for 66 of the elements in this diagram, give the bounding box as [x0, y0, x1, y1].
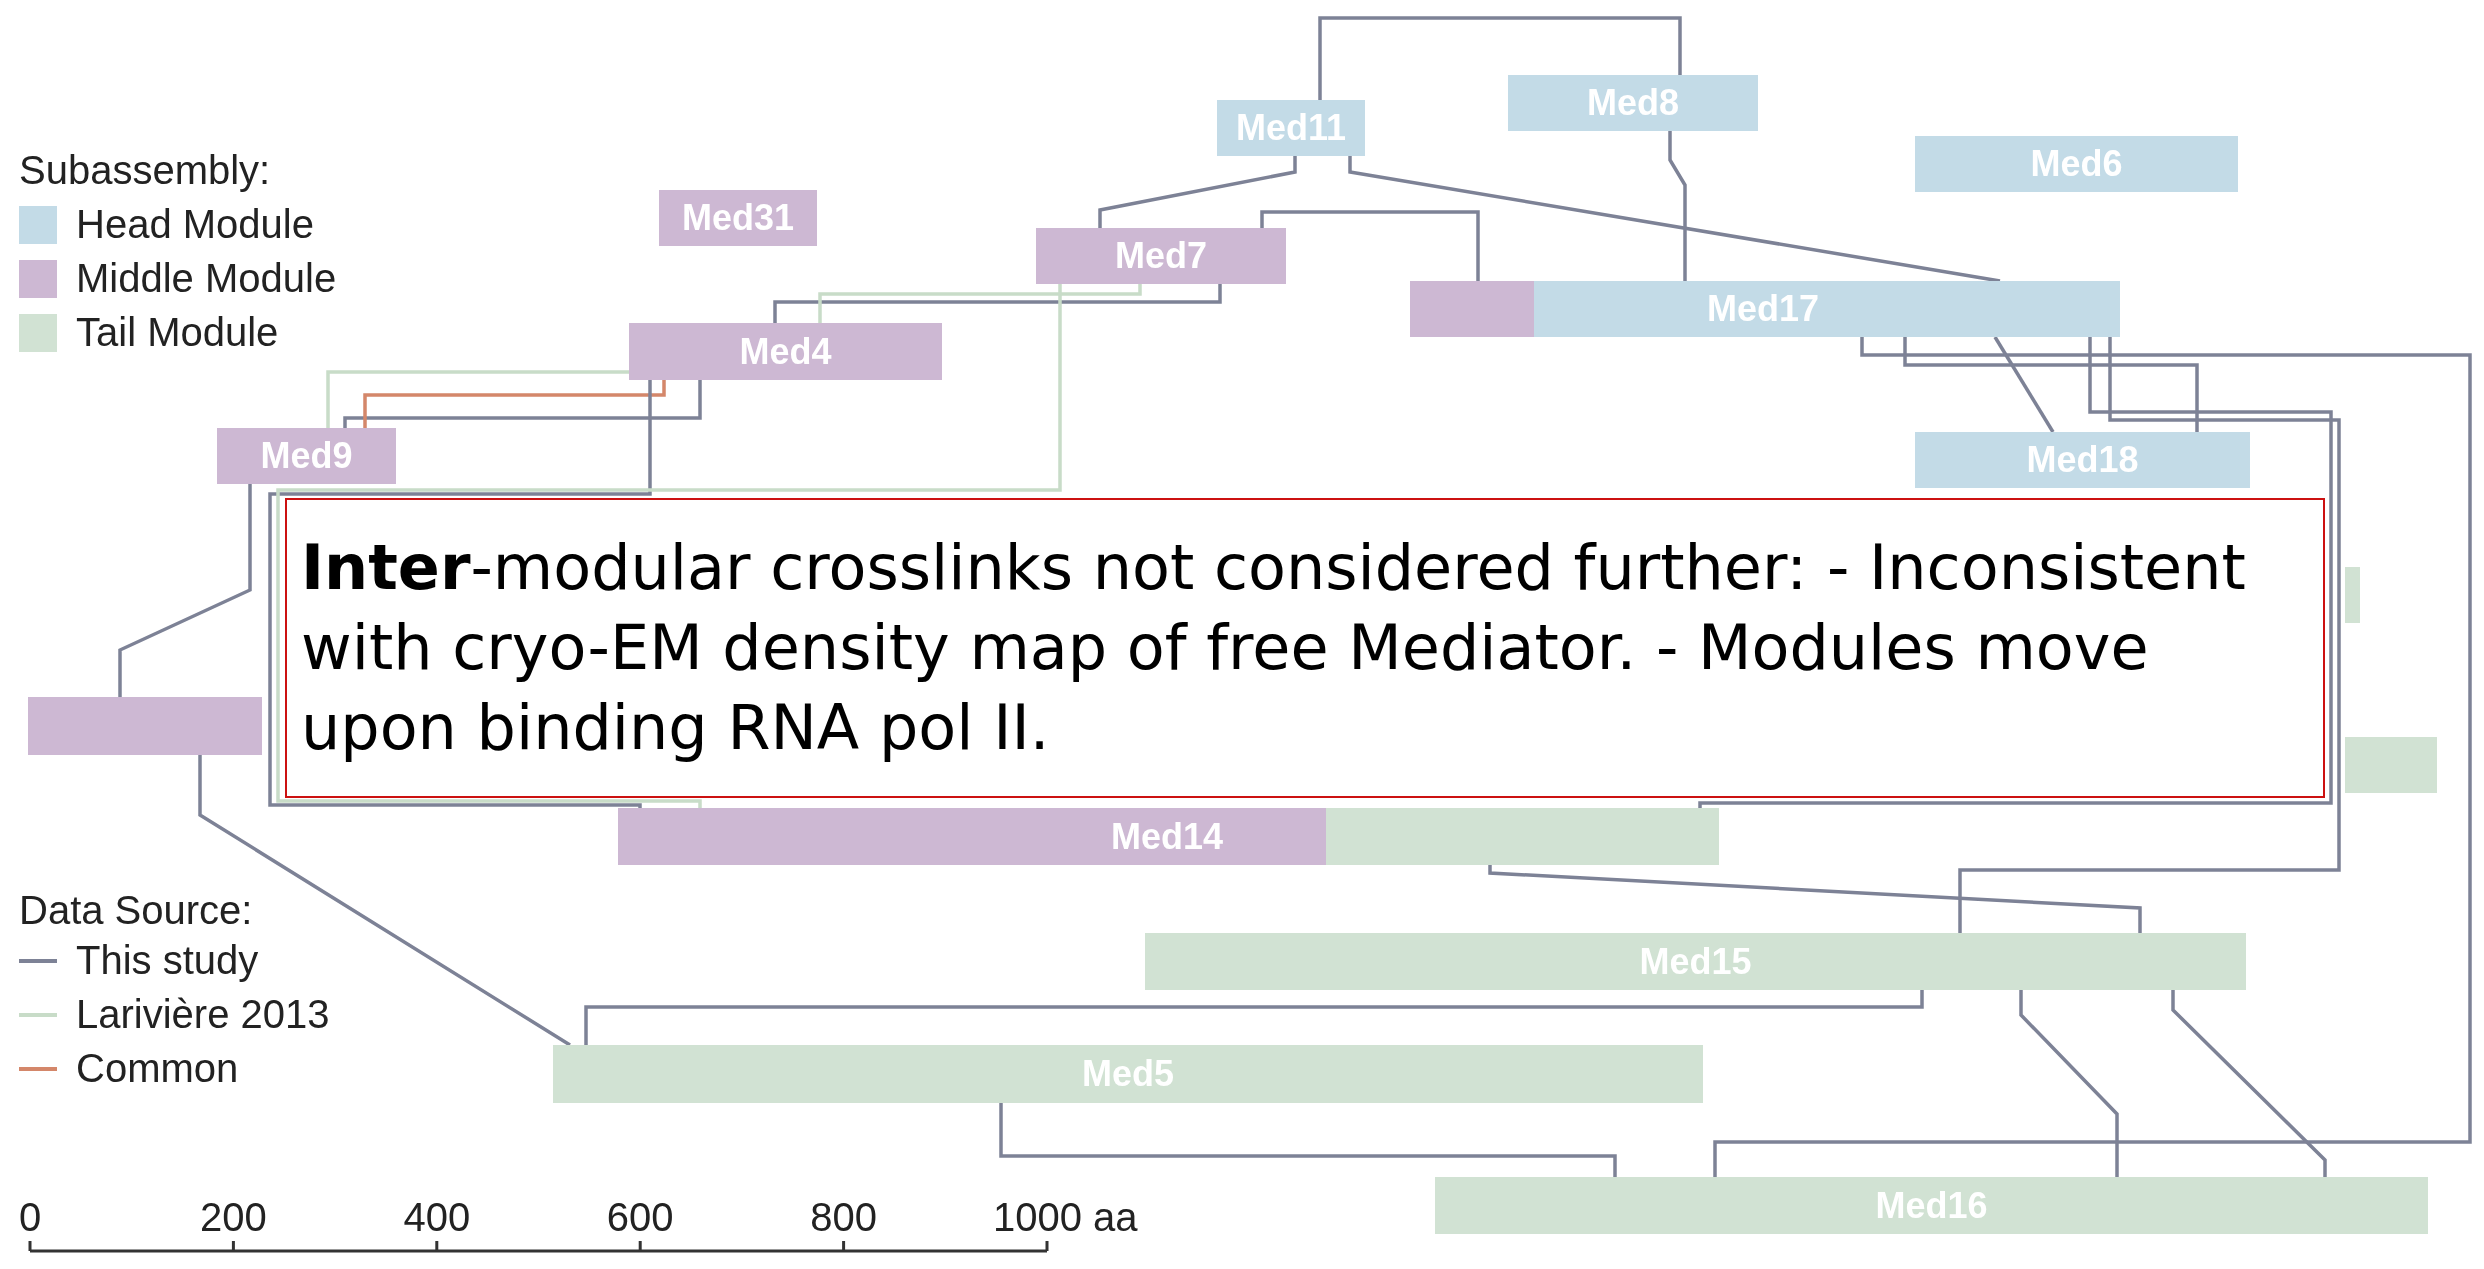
crosslink-line: [1348, 156, 2001, 283]
legend-label: Larivière 2013: [76, 992, 330, 1037]
protein-label: Med6: [2030, 143, 2123, 185]
crosslink-line: [584, 990, 1924, 1045]
legend-label: Middle Module: [76, 256, 337, 301]
crosslink-line: [343, 380, 702, 428]
protein-bar: [1410, 281, 2120, 337]
protein-bar: [1508, 75, 1758, 131]
protein-label: Med18: [2026, 439, 2139, 481]
protein-bar: [1036, 228, 1286, 284]
protein-label: Med17: [1707, 288, 1819, 330]
protein-bar: [618, 808, 1719, 865]
protein-bar: [1145, 933, 2246, 990]
protein-label: Med9: [260, 435, 353, 477]
note-box: [285, 498, 2325, 798]
protein-label: Med7: [1115, 235, 1207, 277]
protein-bar: [1915, 432, 2250, 488]
scale-label: 0: [18, 1195, 42, 1240]
protein-label: Med14: [1111, 815, 1223, 858]
note-text: Inter-modular crosslinks not considered further: - Inconsistent with cryo-EM density map of free Mediator. - Modules move upon binding RNA pol II.: [301, 530, 2247, 766]
crosslink-line: [1260, 210, 1480, 281]
crosslink-line: [1993, 336, 2055, 433]
crosslink-line: [773, 284, 1222, 323]
protein-label: Med31: [682, 197, 794, 239]
crosslink-line: [1903, 337, 2199, 432]
protein-label: Med4: [739, 330, 832, 373]
crosslink-line: [276, 284, 1062, 810]
legend-label: Tail Module: [76, 310, 279, 355]
legend-heading: Subassembly:: [19, 148, 271, 193]
protein-bar: [2345, 567, 2360, 623]
protein-bar: [1915, 136, 2238, 192]
crosslink-line: [1488, 865, 2142, 933]
crosslink-line: [2171, 990, 2327, 1177]
crosslink-line: [818, 284, 1142, 323]
crosslink-line: [198, 755, 571, 1047]
crosslink-line: [1668, 131, 1687, 281]
crosslink-line: [1698, 337, 2333, 810]
protein-bar: [28, 697, 262, 755]
protein-bar: [629, 323, 942, 380]
protein-label: Med8: [1587, 82, 1679, 124]
crosslink-line: [118, 484, 252, 697]
scale-label: 400: [403, 1195, 471, 1240]
protein-bar: [2345, 737, 2437, 793]
protein-bar: [553, 1045, 1703, 1103]
protein-bar: [217, 428, 396, 484]
crosslink-line: [1098, 156, 1297, 228]
protein-label: Med11: [1235, 107, 1347, 149]
crosslink-line: [326, 370, 629, 428]
crosslink-line: [363, 380, 666, 428]
protein-bar: [1435, 1177, 2428, 1234]
scale-label: 200: [200, 1195, 267, 1240]
legend-label: Common: [76, 1046, 239, 1091]
scale-label: 600: [606, 1195, 674, 1240]
legend-label: Head Module: [76, 202, 314, 247]
scale-label: 1000 aa: [993, 1195, 1138, 1240]
protein-bar: [1217, 100, 1365, 156]
crosslink-line: [999, 1103, 1617, 1177]
protein-bar: [659, 190, 817, 246]
crosslink-line: [1318, 16, 1682, 100]
crosslink-line: [2019, 990, 2119, 1177]
crosslink-line: [268, 380, 652, 810]
legend-heading: Data Source:: [19, 888, 253, 933]
legend-label: This study: [76, 938, 259, 983]
crosslink-line: [1713, 336, 2472, 1177]
scale-label: 800: [810, 1195, 877, 1240]
crosslink-line: [1958, 337, 2341, 933]
